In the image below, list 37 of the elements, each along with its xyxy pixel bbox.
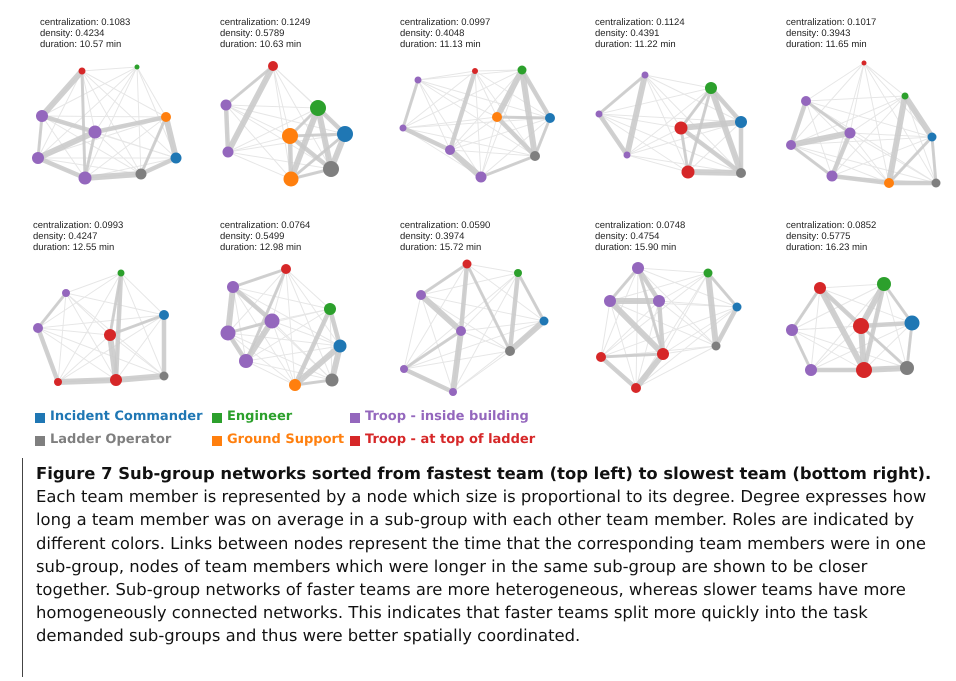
stat-text: density: 0.4247	[33, 231, 98, 242]
stat-text: centralization: 0.0590	[400, 220, 490, 231]
stat-text: centralization: 0.1249	[220, 17, 310, 28]
stat-text: duration: 10.63 min	[220, 39, 302, 50]
stat-text: density: 0.4391	[595, 28, 660, 39]
stat-text: centralization: 0.1124	[595, 17, 685, 28]
stat-text: density: 0.5499	[220, 231, 284, 242]
stat-text: centralization: 0.0993	[33, 220, 124, 231]
legend-label: Ground Support	[227, 432, 344, 447]
stat-text: centralization: 0.1083	[40, 17, 130, 28]
stat-text: density: 0.4048	[400, 28, 464, 39]
legend-label: Engineer	[227, 409, 292, 424]
stat-text: duration: 12.55 min	[33, 242, 114, 253]
stat-text: density: 0.4754	[595, 231, 660, 242]
stat-text: density: 0.4234	[40, 28, 104, 39]
stat-text: duration: 15.90 min	[595, 242, 676, 253]
caption-text: Figure 7 Sub-group networks sorted from fastest team (top left) to slowest team (bottom right). Each team member is represented by a node which size is proportional to its degree. Degree expresses how long a team member was on average in a sub-group with each other team member. Roles are indicated by different colors. Links between nodes represent the time that the corresponding team members were in one sub-group, nodes of team members which were longer in the same sub-group are shown to be closer together. Sub-group networks of faster teams are more heterogeneous, whereas slower teams have more homogeneously connected networks. This indicates that faster teams split more quickly into the task demanded sub-groups and thus were better spatially coordinated.	[36, 463, 932, 648]
stat-text: centralization: 0.0764	[220, 220, 310, 231]
legend-label: Ladder Operator	[50, 432, 172, 447]
stat-text: density: 0.3943	[786, 28, 850, 39]
legend-label: Troop - at top of ladder	[365, 432, 536, 447]
stat-text: centralization: 0.0852	[786, 220, 876, 231]
stat-text: density: 0.3974	[400, 231, 464, 242]
stat-text: duration: 11.22 min	[595, 39, 676, 50]
stat-text: centralization: 0.1017	[786, 17, 876, 28]
legend-label: Incident Commander	[50, 409, 202, 424]
stat-text: density: 0.5775	[786, 231, 850, 242]
legend-label: Troop - inside building	[365, 409, 529, 424]
stat-text: duration: 11.13 min	[400, 39, 481, 50]
stat-text: duration: 10.57 min	[40, 39, 122, 50]
stat-text: duration: 15.72 min	[400, 242, 482, 253]
stat-text: duration: 16.23 min	[786, 242, 868, 253]
stat-text: centralization: 0.0748	[595, 220, 686, 231]
stat-text: duration: 12.98 min	[220, 242, 302, 253]
stat-text: duration: 11.65 min	[786, 39, 867, 50]
stat-text: centralization: 0.0997	[400, 17, 490, 28]
stat-text: density: 0.5789	[220, 28, 284, 39]
